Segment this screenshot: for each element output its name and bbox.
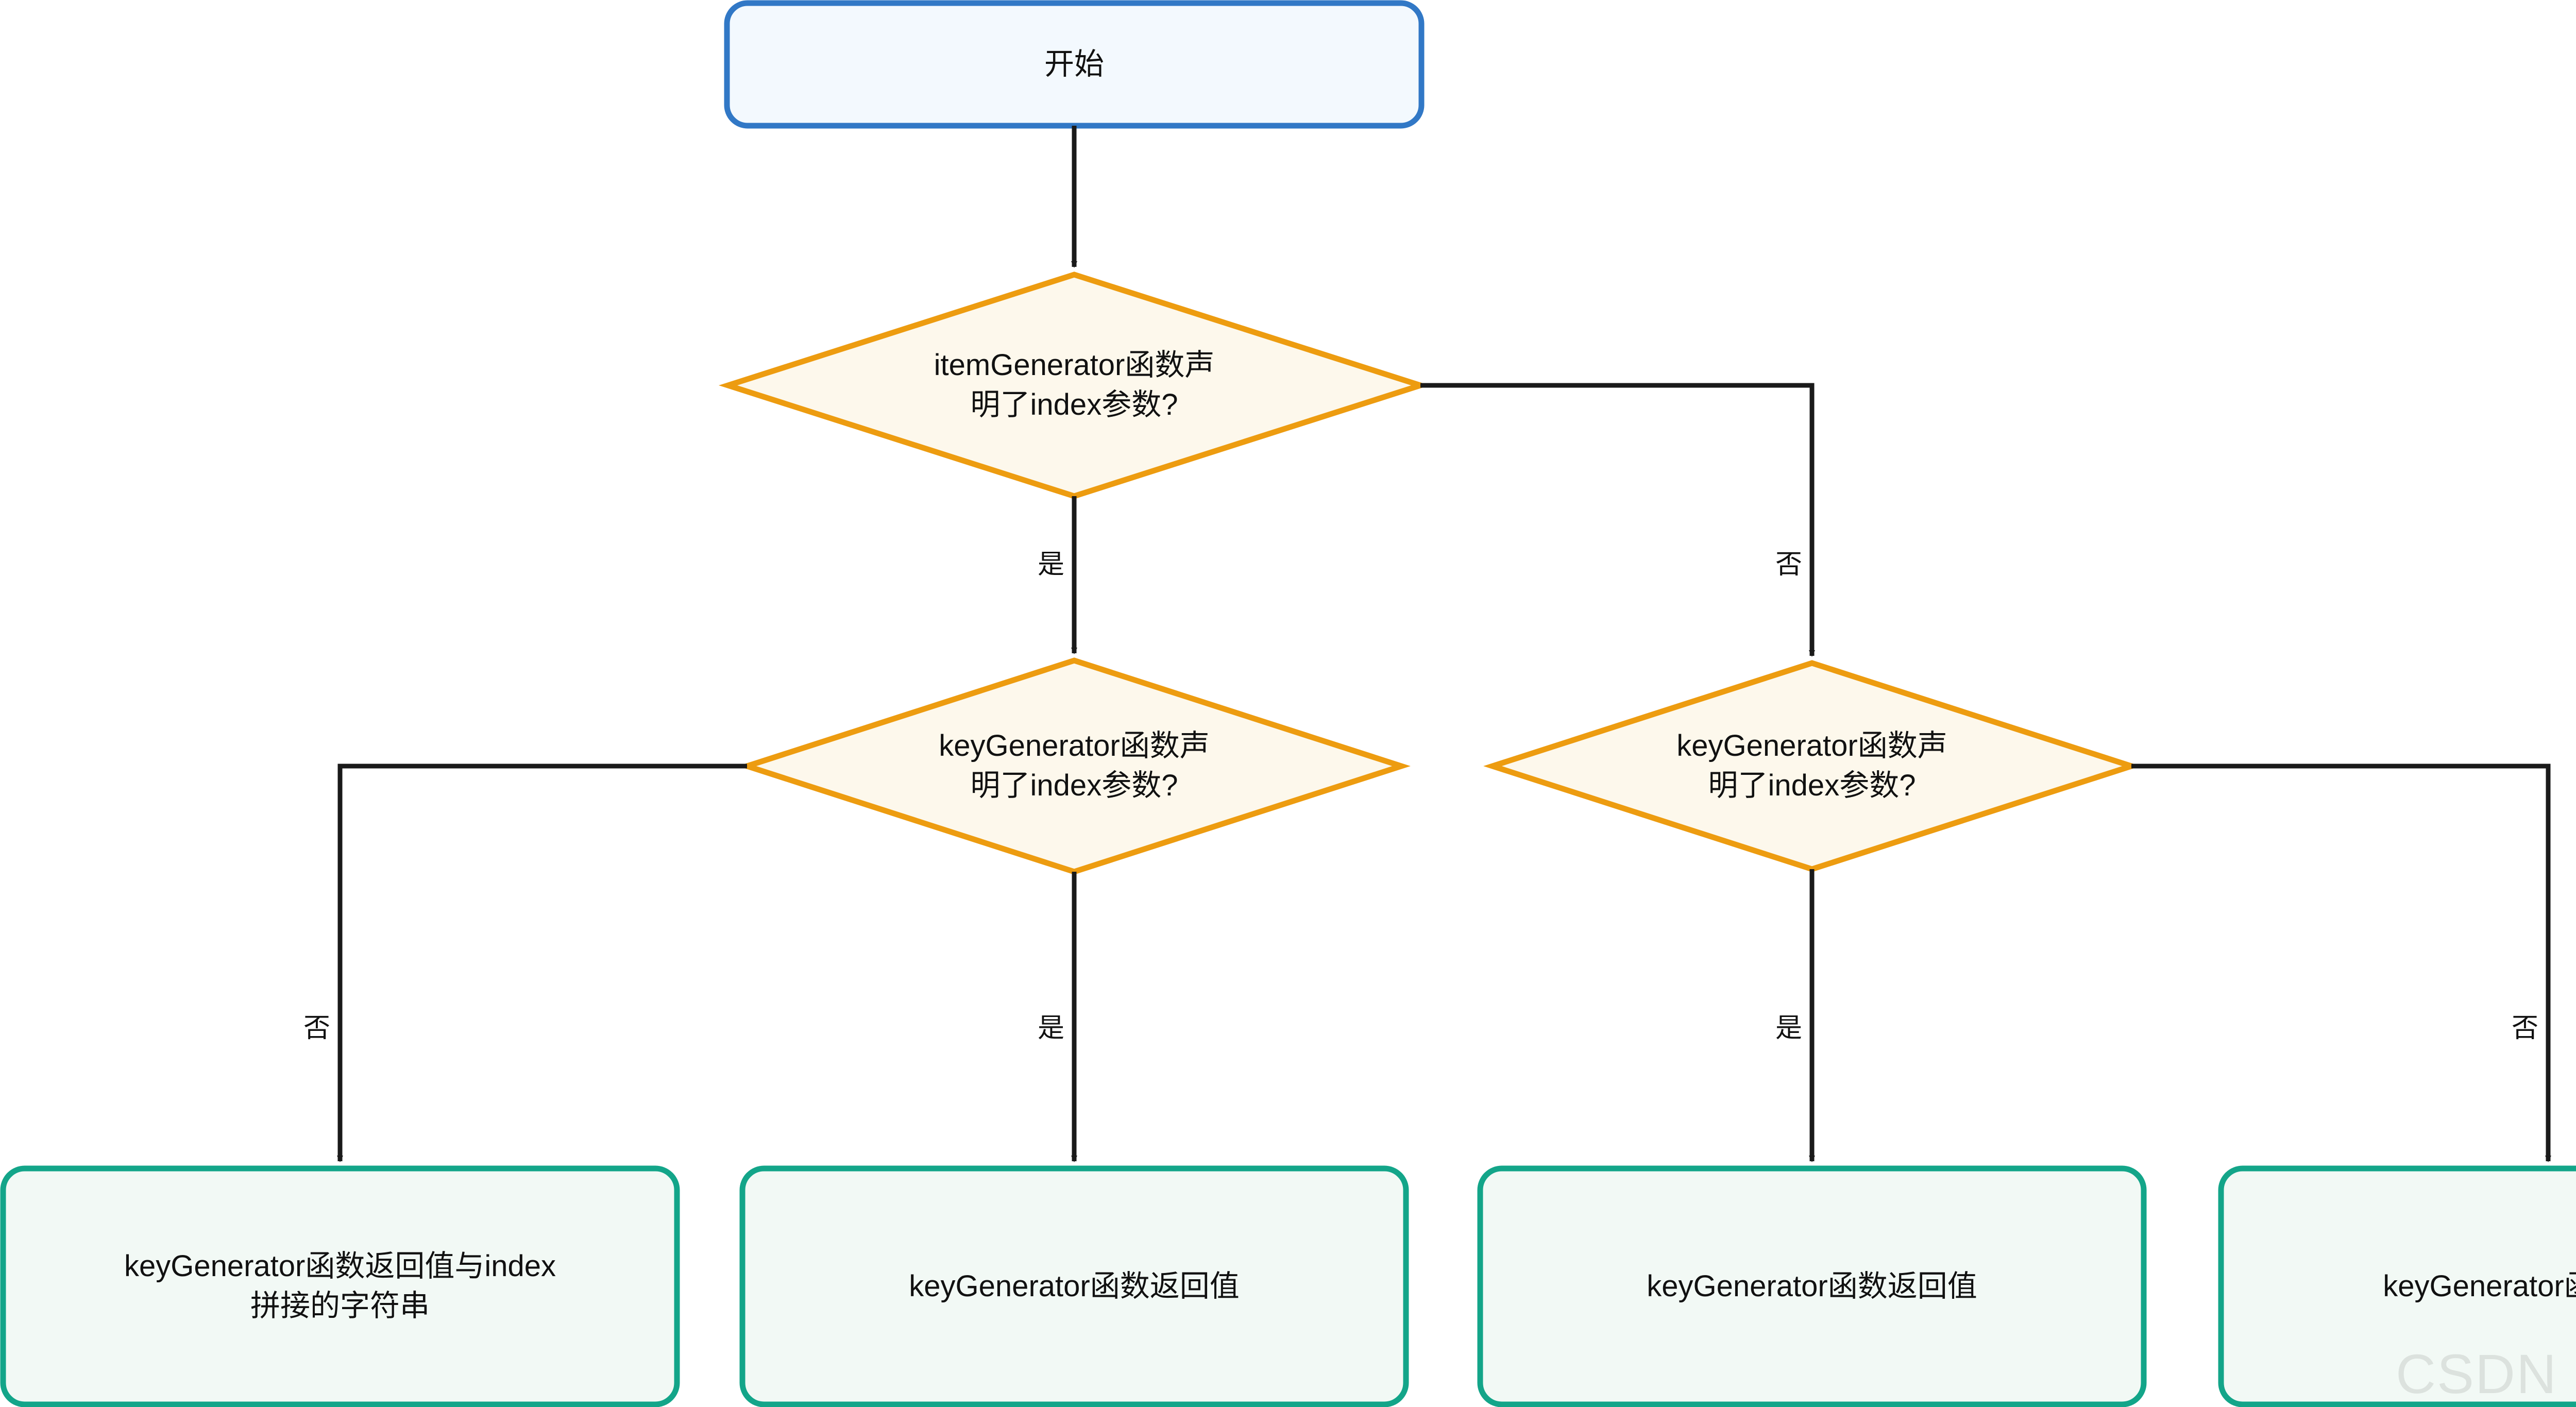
edge-label-decision2-no: 否 <box>303 1013 330 1043</box>
node-decision-1-shape[interactable] <box>718 272 1430 499</box>
csdn-watermark: CSDN @蒸糕笑QAQ <box>2396 1343 2576 1405</box>
edge-decision1-no-to-decision3 <box>1420 383 1815 657</box>
node-result-1-shape[interactable] <box>0 1165 680 1407</box>
node-start-shape[interactable] <box>724 0 1425 129</box>
node-result-3-shape[interactable] <box>1477 1165 2147 1407</box>
node-result-4-shape[interactable] <box>2218 1165 2576 1407</box>
node-decision-3-shape[interactable] <box>1483 660 2141 872</box>
edge-label-decision2-yes: 是 <box>1037 1013 1064 1043</box>
edge-label-decision3-no: 否 <box>2511 1013 2538 1043</box>
edge-label-decision3-yes: 是 <box>1775 1013 1802 1043</box>
node-decision-2-shape[interactable] <box>738 657 1411 875</box>
edge-decision2-no-to-result1 <box>337 764 747 1162</box>
edge-decision3-no-to-result4 <box>2131 764 2551 1162</box>
edge-label-decision1-no: 否 <box>1775 550 1802 580</box>
node-result-2-shape[interactable] <box>739 1165 1409 1407</box>
edge-label-decision1-yes: 是 <box>1037 550 1064 580</box>
